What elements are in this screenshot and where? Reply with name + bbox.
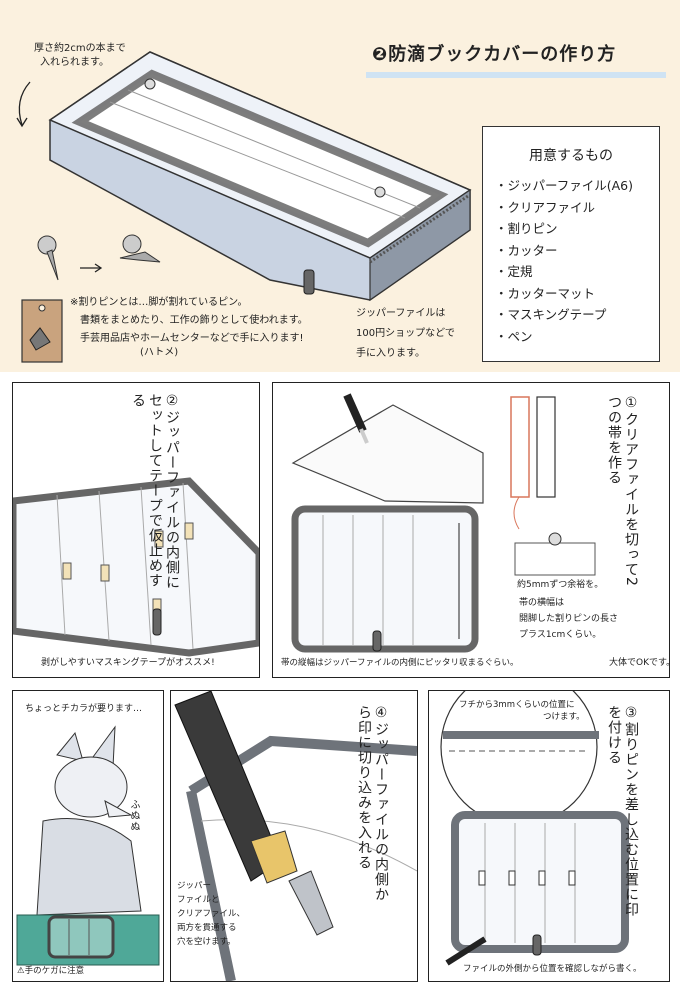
list-item: ・カッターマット [495,285,596,301]
list-item: ・定規 [495,264,533,279]
fox-panel: ちょっとチカラが要ります… ふぬぬ ⚠手のケガに注意 [12,690,164,982]
note-line: 入れられます。 [40,57,109,68]
warning-note: ⚠手のケガに注意 [17,966,85,976]
step3-panel: フチから3mmくらいの位置に つけます。 ③割りピンを差し込む位置に印を付ける … [428,690,670,982]
step3-instruction: ③割りピンを差し込む位置に印を付ける [606,705,639,917]
note-line: ジッパー [177,881,212,891]
step1-panel: ①クリアファイルを切って2つの帯を作る 約5mmずつ余裕を。 帯の横幅は 開脚し… [272,382,670,678]
step3-illustration [440,691,629,966]
title-underline [366,72,666,78]
list-item: ・カッター [495,242,558,258]
note-line: 両方を貫通する [177,923,237,933]
page-title: ❷防滴ブックカバーの作り方 [372,44,617,65]
note-line: 厚さ約2cmの本まで [34,43,126,54]
step4-note: ジッパー ファイルと クリアファイル、 両方を貫通する 穴を空けます。 [177,879,245,949]
fox-sfx: ふぬぬ [128,799,139,832]
note-line: (ハトメ) [140,347,179,358]
note-line: ジッパーファイルは [356,308,446,319]
step1-instruction: ①クリアファイルを切って2つの帯を作る [606,395,639,587]
step1-rough-note: 大体でOKです。 [609,658,670,668]
step2-instruction: ②ジッパーファイルの内側にセットしてテープで仮止めする [130,393,180,590]
note-line: 開脚した割りピンの長さ [519,614,619,624]
materials-heading: 用意するもの [529,148,613,164]
list-item: ・割りピン [495,221,558,236]
step1-width-note: 帯の横幅は 開脚した割りピンの長さ プラス1cmくらい。 [519,595,618,643]
note-line: プラス1cmくらい。 [519,630,602,640]
note-line: 手に入ります。 [356,348,425,359]
step4-illustration [174,691,417,981]
step4-instruction: ④ジッパーファイルの内側から印に切り込みを入れる [356,705,389,902]
zipper-note: ジッパーファイルは 100円ショップなどで 手に入ります。 [356,304,455,364]
step1-length-note: 帯の縦幅はジッパーファイルの内側にピッタリ収まるぐらい。 [281,658,519,668]
list-item: ・ペン [495,328,533,344]
step3-check-note: ファイルの外側から位置を確認しながら書く。 [463,964,642,974]
note-line: 手芸用品店やホームセンターなどで手に入ります! [80,333,304,344]
fox-caption: ちょっとチカラが要ります… [25,704,143,714]
step2-panel: ②ジッパーファイルの内側にセットしてテープで仮止めする 剥がしやすいマスキングテ… [12,382,260,678]
note-line: フチから3mmくらいの位置に [459,700,575,710]
list-item: ・マスキングテープ [495,307,607,322]
note-line: 帯の横幅は [519,598,565,608]
step1-margin-note: 約5mmずつ余裕を。 [517,580,604,590]
note-line: ファイルと [177,895,220,905]
fox-illustration [16,725,160,966]
step4-panel: ④ジッパーファイルの内側から印に切り込みを入れる ジッパー ファイルと クリアフ… [170,690,418,982]
thickness-note: 厚さ約2cmの本まで 入れられます。 [34,42,126,70]
step2-note: 剥がしやすいマスキングテープがオススメ! [41,658,215,668]
note-line: 100円ショップなどで [356,328,455,339]
zipper-file-illustration [16,51,472,363]
note-line: 書類をまとめたり、工作の飾りとして使われます。 [80,315,308,326]
materials-list: ・ジッパーファイル(A6) ・クリアファイル ・割りピン ・カッター ・定規 ・… [495,175,633,347]
step2-illustration [13,477,259,657]
note-line: クリアファイル、 [177,909,246,919]
materials-list-card: 用意するもの ・ジッパーファイル(A6) ・クリアファイル ・割りピン ・カッタ… [482,126,660,362]
pin-note: ※割りピンとは…脚が割れているピン。 書類をまとめたり、工作の飾りとして使われま… [70,296,308,360]
step1-illustration [291,393,596,653]
note-line: ※割りピンとは…脚が割れているピン。 [70,297,248,308]
list-item: ・ジッパーファイル(A6) [495,178,634,193]
note-line: つけます。 [543,712,585,722]
header-section: 厚さ約2cmの本まで 入れられます。 ❷防滴ブックカバーの作り方 ※割りピンとは… [0,0,680,372]
step3-edge-note: フチから3mmくらいの位置に つけます。 [459,699,585,723]
list-item: ・クリアファイル [495,199,596,215]
note-line: 穴を空けます。 [177,937,236,947]
